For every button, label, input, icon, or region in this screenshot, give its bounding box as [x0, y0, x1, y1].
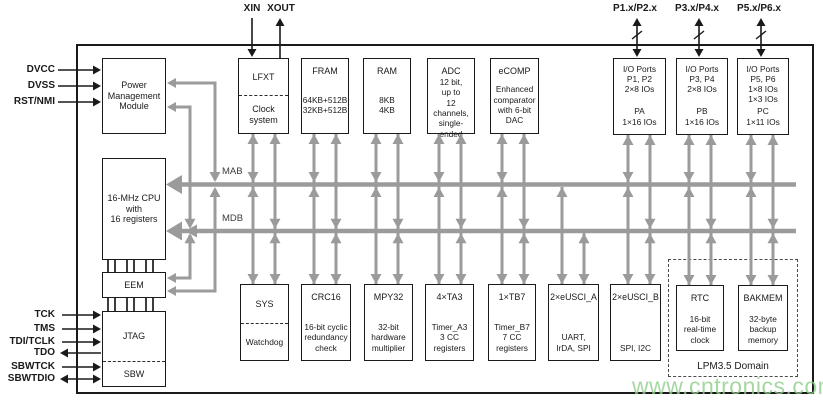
pin-label-rst-nmi: RST/NMI	[13, 96, 55, 107]
pin-label-sbwtdio: SBWTDIO	[7, 373, 55, 384]
block-ram: RAM 8KB 4KB	[363, 58, 411, 134]
block-rtc: RTC 16-bit real-time clock	[676, 285, 724, 351]
bus-label-mab: MAB	[222, 166, 243, 177]
block-cpu: 16-MHz CPU with 16 registers	[102, 158, 166, 260]
pin-label-sbwtck: SBWTCK	[11, 361, 55, 372]
pin-label-xout: XOUT	[267, 3, 295, 14]
pin-label-p5p6: P5.x/P6.x	[737, 3, 781, 14]
lpm35-domain-label: LPM3.5 Domain	[697, 361, 769, 372]
watermark: www.cntronics.com	[632, 373, 823, 399]
block-sys-watchdog: SYS Watchdog	[240, 284, 289, 361]
block-eem: EEM	[102, 272, 166, 298]
pin-label-p1p2: P1.x/P2.x	[613, 3, 657, 14]
block-fram: FRAM 64KB+512B 32KB+512B	[301, 58, 349, 134]
pin-label-p3p4: P3.x/P4.x	[675, 3, 719, 14]
block-mpy32: MPY32 32-bit hardware multiplier	[364, 284, 413, 361]
lpm35-domain-box: LPM3.5 Domain	[668, 259, 798, 377]
block-eusci-a: 2×eUSCI_A UART, IrDA, SPI	[548, 284, 599, 361]
pin-label-tck: TCK	[34, 309, 55, 320]
pin-label-tdo: TDO	[33, 347, 55, 358]
lfxt-divider	[239, 95, 288, 96]
block-timer-b7: 1×TB7 Timer_B7 7 CC registers	[488, 284, 536, 361]
block-jtag-sbw: JTAG SBW	[102, 311, 166, 387]
bus-label-mdb: MDB	[222, 213, 244, 224]
block-lfxt-clock-system: LFXT Clock system	[238, 58, 289, 134]
block-ecomp: eCOMP Enhanced comparator with 6-bit DAC	[490, 58, 539, 134]
pin-label-tdi-tclk: TDI/TCLK	[9, 336, 55, 347]
block-eusci-b: 2×eUSCI_B SPI, I2C	[610, 284, 661, 361]
pin-label-dvss: DVSS	[27, 80, 55, 91]
block-io-ports-p1-p2: I/O Ports P1, P2 2×8 IOs PA 1×16 IOs	[613, 58, 666, 135]
chip-boundary	[76, 44, 814, 394]
block-bakmem: BAKMEM 32-byte backup memory	[738, 285, 788, 351]
block-power-management-module: Power Management Module	[102, 58, 166, 134]
jtag-sbw-divider	[103, 361, 165, 362]
block-io-ports-p3-p4: I/O Ports P3, P4 2×8 IOs PB 1×16 IOs	[676, 58, 728, 135]
pin-label-tms: TMS	[33, 323, 55, 334]
block-io-ports-p5-p6: I/O Ports P5, P6 1×8 IOs 1×3 IOs PC 1×11…	[737, 58, 789, 135]
sys-divider	[241, 323, 288, 324]
block-crc16: CRC16 16-bit cyclic redundancy check	[301, 284, 351, 361]
block-adc: ADC 12 bit, up to 12 channels, single-en…	[427, 58, 475, 139]
pin-label-dvcc: DVCC	[26, 64, 55, 75]
block-timer-a3: 4×TA3 Timer_A3 3 CC registers	[425, 284, 474, 361]
pin-label-xin: XIN	[243, 3, 261, 14]
